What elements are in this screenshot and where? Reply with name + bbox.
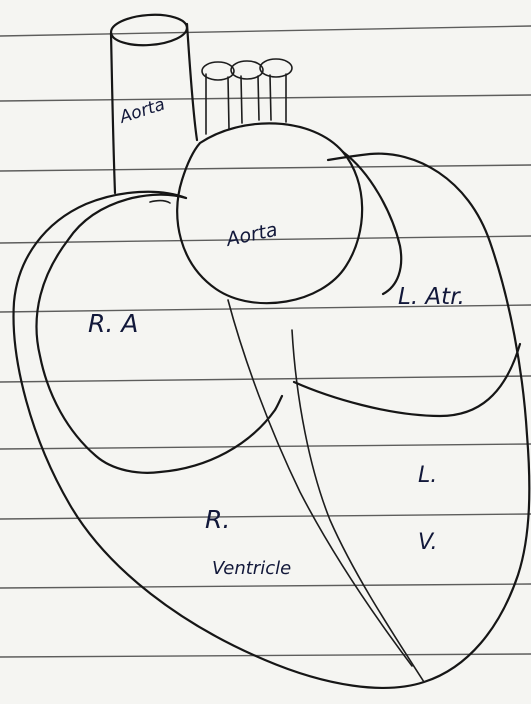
left-ventricle-v-label: V. — [418, 530, 438, 555]
septum-line-right — [292, 330, 424, 682]
left-atrium-label: L. Atr. — [398, 284, 465, 310]
right-ventricle-word-label: Ventricle — [212, 558, 291, 579]
aorta-label: Aorta — [223, 219, 280, 252]
right-atrium-label: R. A — [88, 309, 138, 338]
left-ventricle-boundary — [294, 344, 520, 416]
left-ventricle-l-label: L. — [418, 463, 437, 488]
left-atrium-curve — [343, 152, 401, 294]
septum-line-left — [228, 300, 412, 666]
right-ventricle-r-label: R. — [205, 505, 230, 534]
aorta-circle — [177, 123, 362, 303]
outline-top-curl — [150, 201, 170, 203]
